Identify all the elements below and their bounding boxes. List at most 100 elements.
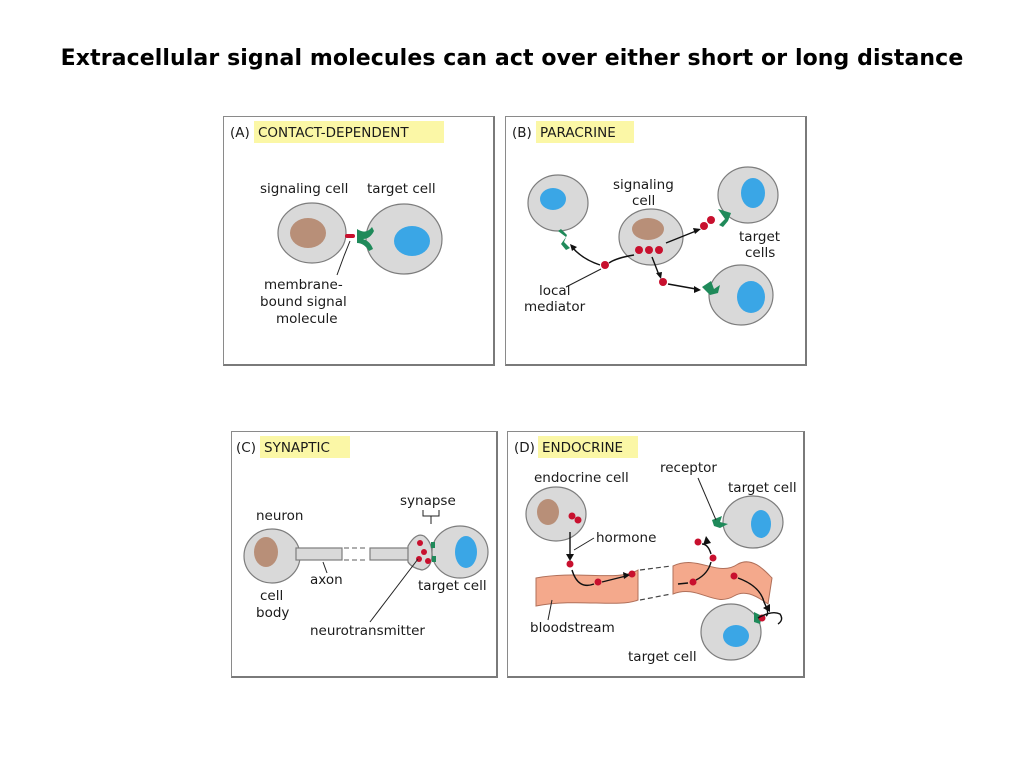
endocrine-nucleus	[537, 499, 559, 525]
transport-arrow	[601, 575, 627, 583]
bloodstream	[535, 569, 639, 607]
transport-arrow	[757, 611, 783, 625]
bloodstream-break	[639, 593, 672, 601]
arrowhead	[656, 272, 662, 279]
hormone-molecule	[568, 512, 576, 520]
receptor-leader-line	[697, 477, 717, 521]
target-nucleus	[455, 536, 477, 568]
hormone-leader-line	[573, 537, 595, 551]
synaptic-diagram: (C) SYNAPTIC neuron synapse axon target …	[236, 436, 489, 639]
neurotransmitter-molecule	[416, 556, 422, 562]
synapse-bracket	[422, 510, 440, 517]
hormone-label: hormone	[596, 530, 656, 546]
mediator-molecule	[659, 278, 667, 286]
arrowhead	[623, 572, 630, 579]
hormone-molecule	[689, 578, 697, 586]
receptor-icon	[432, 556, 436, 562]
receptor-icon	[702, 281, 720, 295]
synapse-label: synapse	[400, 493, 456, 509]
arrowhead	[693, 228, 701, 234]
diffusion-arrow	[608, 254, 635, 264]
signal-molecule	[345, 234, 355, 238]
target-label-line2: cells	[745, 245, 775, 261]
arrowhead	[703, 536, 711, 545]
hormone-molecule	[730, 572, 738, 580]
panel-heading: CONTACT-DEPENDENT	[258, 125, 409, 141]
signaling-cell-label: signaling cell	[260, 181, 348, 197]
panel-letter: (C)	[236, 440, 256, 456]
signaling-label-line2: cell	[632, 193, 655, 209]
panel-heading: ENDOCRINE	[542, 440, 623, 456]
panel-heading: PARACRINE	[540, 125, 616, 141]
mediator-molecule	[645, 246, 653, 254]
hormone-molecule	[566, 560, 574, 568]
axon-leader-line	[322, 561, 328, 574]
mediator-label-line1: local	[539, 283, 570, 299]
neurotransmitter-leader-line	[369, 558, 419, 623]
panel-letter: (A)	[230, 125, 250, 141]
heading-highlight	[254, 121, 444, 143]
diffusion-arrow	[571, 246, 601, 266]
bloodstream	[672, 561, 773, 605]
panel-synaptic: (C) SYNAPTIC neuron synapse axon target …	[231, 431, 498, 678]
target-nucleus	[737, 281, 765, 313]
endocrine-cell-label: endocrine cell	[534, 470, 629, 486]
hormone-molecule	[594, 578, 602, 586]
hormone-molecule	[574, 516, 582, 524]
neurotransmitter-label: neurotransmitter	[310, 623, 425, 639]
molecule-label-line2: bound signal	[260, 294, 347, 310]
cell-body-label-line1: cell	[260, 588, 283, 604]
paracrine-diagram: (B) PARACRINE signaling cell target cell…	[512, 121, 780, 326]
arrowhead	[570, 244, 577, 251]
target-nucleus	[751, 510, 771, 538]
panel-letter: (D)	[514, 440, 535, 456]
mediator-molecule	[707, 216, 715, 224]
signaling-label-line1: signaling	[613, 177, 674, 193]
heading-highlight	[538, 436, 638, 458]
neurotransmitter-molecule	[421, 549, 427, 555]
axon	[369, 547, 411, 561]
panel-endocrine: (D) ENDOCRINE endocrine cell receptor ta…	[507, 431, 805, 678]
panel-contact-dependent: (A) CONTACT-DEPENDENT signaling cell tar…	[223, 116, 495, 366]
hormone-molecule	[709, 554, 717, 562]
hormone-molecule	[628, 570, 636, 578]
panel-paracrine: (B) PARACRINE signaling cell target cell…	[505, 116, 807, 366]
mediator-molecule	[700, 222, 708, 230]
mediator-molecule	[635, 246, 643, 254]
bloodstream-leader-line	[547, 599, 553, 621]
neuron-nucleus	[254, 537, 278, 567]
receptor-icon	[357, 227, 374, 251]
panel-letter: (B)	[512, 125, 532, 141]
contact-dependent-diagram: (A) CONTACT-DEPENDENT signaling cell tar…	[230, 121, 444, 327]
molecule-label-line3: molecule	[276, 311, 338, 327]
arrowhead	[566, 554, 574, 561]
hormone-molecule	[694, 538, 702, 546]
target-nucleus	[723, 625, 749, 647]
diffusion-arrow	[665, 230, 697, 244]
bloodstream-label: bloodstream	[530, 620, 615, 636]
transport-arrow	[701, 543, 712, 555]
transport-arrow	[695, 561, 712, 581]
signaling-nucleus	[290, 218, 326, 248]
transport-arrow	[677, 582, 689, 585]
mediator-label-line2: mediator	[524, 299, 586, 315]
endocrine-diagram: (D) ENDOCRINE endocrine cell receptor ta…	[514, 436, 797, 665]
target-nucleus	[540, 188, 566, 210]
receptor-icon	[718, 209, 731, 227]
receptor-icon	[558, 229, 570, 250]
heading-highlight	[536, 121, 634, 143]
receptor-label: receptor	[660, 460, 717, 476]
heading-highlight	[260, 436, 350, 458]
target-nucleus	[394, 226, 430, 256]
diffusion-arrow	[651, 256, 660, 276]
arrowhead	[694, 286, 701, 293]
neurotransmitter-molecule	[425, 558, 431, 564]
target-cell-top-label: target cell	[728, 480, 797, 496]
target-label-line1: target	[739, 229, 780, 245]
transport-arrow	[571, 569, 595, 587]
diffusion-arrow	[667, 283, 697, 290]
target-cell-bottom-label: target cell	[628, 649, 697, 665]
panel-heading: SYNAPTIC	[264, 440, 330, 456]
receptor-icon	[431, 542, 435, 548]
signaling-nucleus	[632, 218, 664, 240]
